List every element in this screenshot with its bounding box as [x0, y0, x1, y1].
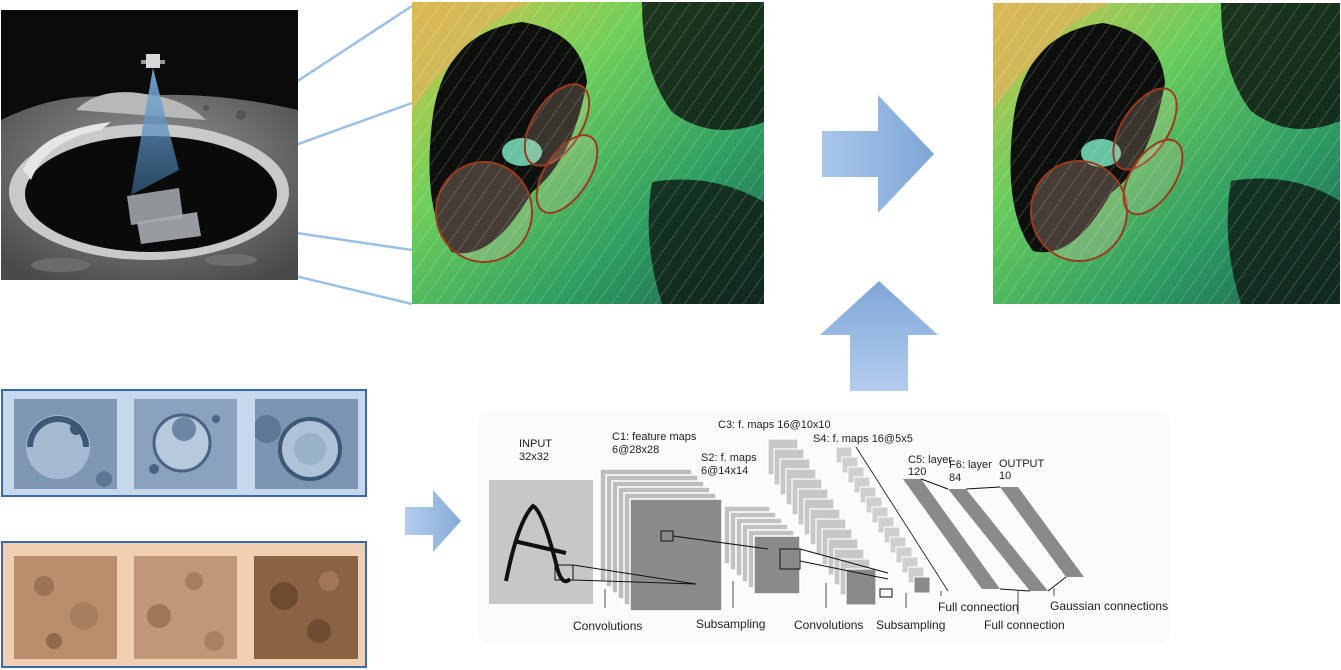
c1-size: 6@28x28: [612, 444, 659, 456]
s2-size: 6@14x14: [701, 465, 748, 477]
right-arrow-bottom: [405, 490, 461, 552]
f6-layer: [948, 489, 1048, 591]
s4-title: S4: f. maps 16@5x5: [813, 433, 913, 445]
output-layer: [1000, 487, 1084, 577]
crater-samples-panel: [1, 389, 367, 497]
op-convolutions-1: Convolutions: [573, 619, 642, 633]
crater-sample-2: [134, 399, 237, 489]
op-subsampling-1: Subsampling: [696, 617, 765, 631]
output-size: 10: [999, 470, 1011, 482]
crater-sample-1: [14, 399, 117, 489]
terrain-sample-2: [134, 556, 237, 659]
op-subsampling-2: Subsampling: [876, 618, 945, 632]
input-size: 32x32: [519, 451, 549, 463]
c5-layer: [903, 479, 1000, 589]
f6-size: 84: [949, 472, 961, 484]
terrain-sample-1: [14, 556, 117, 659]
c5-size: 120: [908, 466, 926, 478]
input-title: INPUT: [519, 438, 552, 450]
op-gaussian-connections: Gaussian connections: [1050, 599, 1168, 613]
heatmap-output-image: [993, 3, 1340, 304]
input-layer: [489, 480, 593, 604]
terrain-sample-3: [254, 556, 358, 659]
s2-title: S2: f. maps: [701, 452, 757, 464]
s2-feature-maps: [723, 505, 801, 595]
c3-feature-maps: [767, 438, 877, 606]
op-full-connection-2: Full connection: [984, 618, 1065, 632]
c1-title: C1: feature maps: [612, 431, 697, 443]
c3-title: C3: f. maps 16@10x10: [718, 419, 831, 431]
terrain-samples-panel: [1, 541, 367, 668]
moon-orbiter-image: [1, 10, 298, 280]
heatmap-input-image: [412, 2, 764, 304]
output-title: OUTPUT: [999, 458, 1045, 470]
right-arrow-top: [822, 95, 934, 213]
c1-feature-maps: [599, 468, 723, 612]
s4-feature-maps: [835, 446, 931, 594]
f6-title: F6: layer: [949, 459, 992, 471]
crater-sample-3: [255, 399, 358, 489]
c5-title: C5: layer: [908, 454, 952, 466]
op-full-connection-1: Full connection: [938, 600, 1019, 614]
up-arrow: [820, 281, 938, 391]
lenet-architecture-diagram: INPUT 32x32 C1: feature maps 6@28x28 S2:…: [478, 411, 1170, 642]
op-convolutions-2: Convolutions: [794, 618, 863, 632]
